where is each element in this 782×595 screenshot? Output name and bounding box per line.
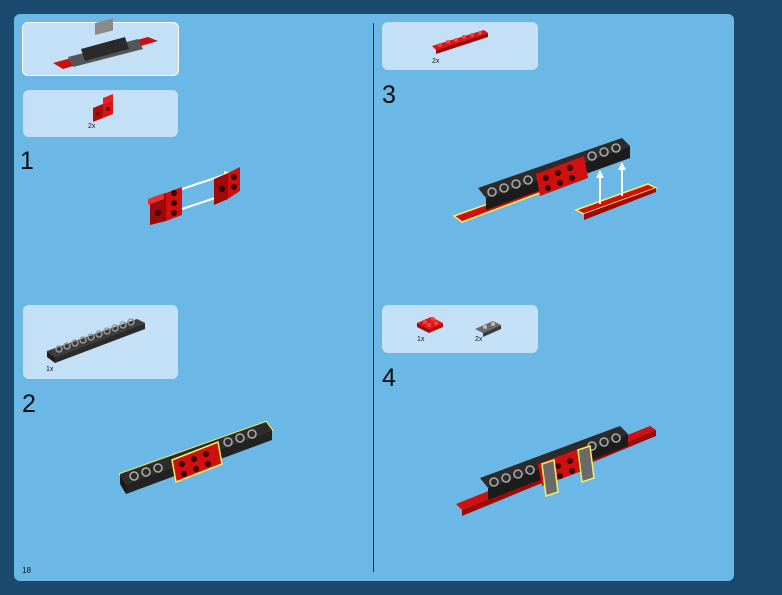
grey-hinge-plate-part-image: [475, 321, 501, 337]
step-2-part-qty: 1x: [46, 366, 54, 373]
step-1-number: 1: [20, 147, 34, 175]
step-2-number: 2: [22, 390, 36, 418]
step-4-illustration: [456, 426, 656, 516]
red-plate-2x2-part-image: [417, 317, 443, 333]
red-plate-1x8-part-image: [432, 30, 488, 54]
red-angle-bracket-part-image: [93, 94, 113, 122]
step-4-part-1-qty: 1x: [417, 336, 425, 343]
instruction-page: 2x 1 1x: [14, 14, 734, 581]
step-1-parts-callout: 2x: [23, 90, 178, 137]
subassembly-callout: [22, 18, 179, 76]
black-technic-beam-part-image: [47, 318, 145, 363]
step-1-illustration: [148, 167, 240, 225]
step-4-number: 4: [382, 364, 396, 392]
step-2-illustration: [118, 420, 274, 494]
subassembly-model-image: [53, 18, 158, 69]
page-number: 18: [22, 566, 31, 575]
step-4-parts-callout: 1x 2x: [382, 305, 538, 353]
column-divider: [373, 23, 374, 572]
step-3-number: 3: [382, 81, 396, 109]
step-3-illustration: [452, 138, 658, 223]
step-3-parts-callout: 2x: [382, 22, 538, 70]
step-4-part-2-qty: 2x: [475, 336, 483, 343]
step-3-part-qty: 2x: [432, 58, 440, 65]
step-2-parts-callout: 1x: [23, 305, 178, 379]
step-1-part-qty: 2x: [88, 123, 96, 130]
